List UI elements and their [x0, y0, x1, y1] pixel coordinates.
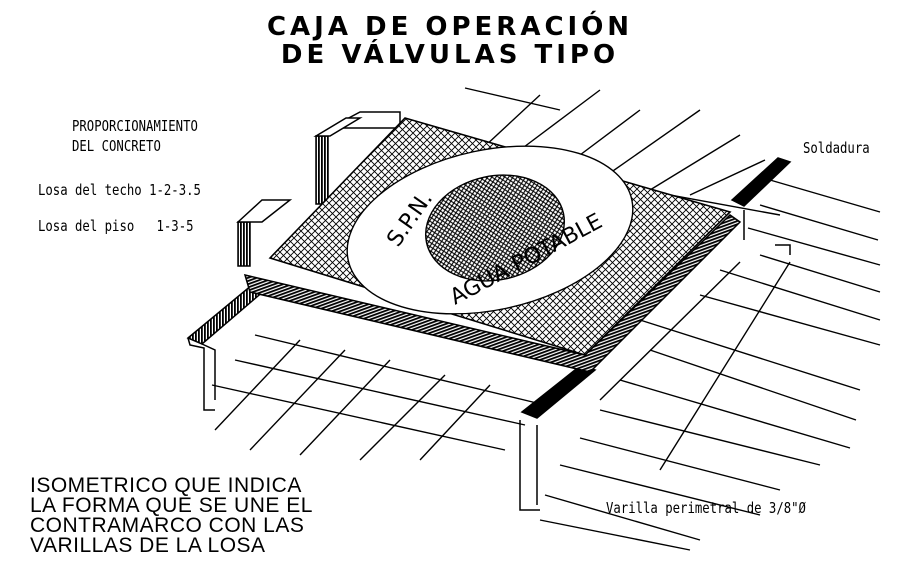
caption-line-1: ISOMETRICO QUE INDICA — [30, 474, 302, 497]
weld-label: Soldadura — [803, 139, 870, 157]
upper-rebar-grid — [464, 87, 881, 293]
lower-left-rebar — [211, 334, 546, 461]
left-frame-channel — [186, 279, 274, 411]
floor-slab-mix: Losa del piso 1-3-5 — [38, 217, 194, 235]
caption-line-2: LA FORMA QUE SE UNE EL — [30, 494, 313, 517]
lid-inner-disc — [424, 174, 566, 282]
caption: ISOMETRICO QUE INDICA LA FORMA QUE SE UN… — [30, 474, 313, 557]
right-frame-channel — [519, 157, 792, 511]
lower-right-rebar — [539, 261, 881, 551]
title-line-2: DE VÁLVULAS TIPO — [280, 40, 620, 70]
perimeter-bar-label: Varilla perimetral de 3/8"Ø — [606, 499, 806, 517]
caption-line-3: CONTRAMARCO CON LAS — [30, 514, 305, 537]
proportioning-heading-2: DEL CONCRETO — [72, 137, 161, 155]
title-line-1: CAJA DE OPERACIÓN — [266, 12, 634, 42]
roof-slab-mix: Losa del techo 1-2-3.5 — [38, 181, 201, 199]
proportioning-heading-1: PROPORCIONAMIENTO — [72, 117, 198, 135]
caption-line-4: VARILLAS DE LA LOSA — [30, 534, 266, 557]
